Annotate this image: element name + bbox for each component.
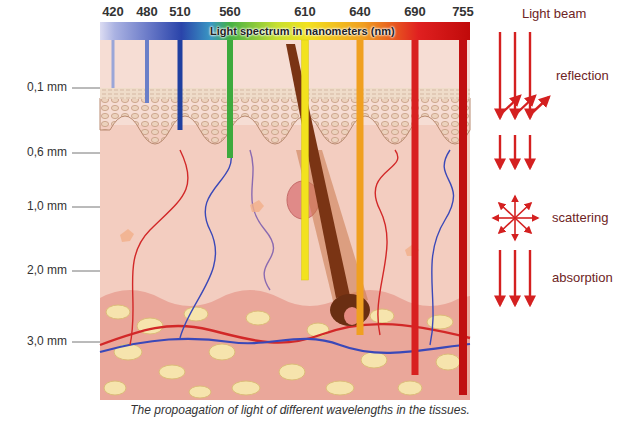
side-label: Light beam (522, 7, 586, 22)
wavelength-number: 420 (102, 5, 124, 20)
depth-label: 3,0 mm (27, 335, 67, 349)
light-beam-arrows (500, 32, 549, 168)
penetration-bars (112, 40, 468, 395)
spectrum-band: Light spectrum in nanometers (nm) (100, 22, 470, 40)
absorption-arrows (500, 250, 530, 305)
wavelength-number: 690 (404, 5, 426, 20)
side-label: scattering (552, 211, 608, 226)
figure-caption: The propoagation of light of different w… (130, 404, 470, 418)
band-title: Light spectrum in nanometers (nm) (210, 25, 395, 37)
wavelength-number: 755 (452, 5, 474, 20)
wavelength-number: 560 (219, 5, 241, 20)
side-label: absorption (552, 271, 613, 286)
wavelength-number: 510 (169, 5, 191, 20)
wavelength-number: 610 (294, 5, 316, 20)
depth-label: 2,0 mm (27, 264, 67, 278)
wavelength-number: 640 (349, 5, 371, 20)
scattering-arrows (493, 196, 538, 240)
side-label: reflection (556, 69, 609, 84)
depth-ticks (72, 88, 100, 342)
depth-label: 1,0 mm (27, 200, 67, 214)
wavelength-number: 480 (136, 5, 158, 20)
spectrum-bar (100, 22, 470, 40)
depth-label: 0,6 mm (27, 146, 67, 160)
skin-ground (100, 40, 470, 400)
hair-shaft (286, 44, 350, 298)
hair-bulb (330, 294, 370, 326)
depth-label: 0,1 mm (27, 81, 67, 95)
dermal-cells (120, 200, 419, 256)
